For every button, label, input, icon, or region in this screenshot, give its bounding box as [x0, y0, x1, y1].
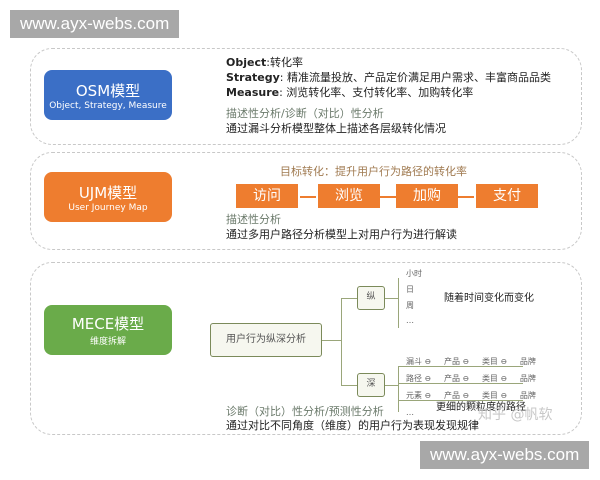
connector: [398, 366, 399, 412]
ujm-analysis-desc: 通过多用户路径分析模型上对用户行为进行解读: [226, 228, 457, 241]
ujm-panel: [30, 152, 582, 250]
osm-analysis-type: 描述性分析/诊断（对比）性分析: [226, 107, 384, 120]
osm-subtitle: Object, Strategy, Measure: [49, 100, 167, 111]
depth-row: 漏斗 ⊖ 产品 ⊖ 类目 ⊖ 品牌: [406, 357, 536, 366]
time-more: …: [406, 316, 414, 325]
depth-row: 元素 ⊖ 产品 ⊖ 类目 ⊖ 品牌: [406, 391, 536, 400]
connector: [398, 383, 523, 384]
mece-subtitle: 维度拆解: [89, 337, 126, 347]
mece-panel: [30, 262, 582, 435]
vertical-note: 随着时间变化而变化: [444, 293, 534, 304]
connector: [341, 298, 357, 299]
osm-strategy: Strategy: 精准流量投放、产品定价满足用户需求、丰富商品品类: [226, 70, 551, 85]
mece-analysis-desc: 通过对比不同角度（维度）的用户行为表现发现规律: [226, 419, 479, 432]
step-browse: 浏览: [318, 184, 380, 208]
mece-title: MECE模型: [71, 315, 145, 333]
watermark-top: www.ayx-webs.com: [10, 10, 180, 38]
time-hour: 小时: [406, 269, 422, 278]
osm-analysis-desc: 通过漏斗分析模型整体上描述各层级转化情况: [226, 122, 446, 135]
connector: [341, 298, 342, 386]
step-add-cart: 加购: [396, 184, 458, 208]
arrow-icon: [458, 196, 474, 198]
ujm-subtitle: User Journey Map: [68, 202, 148, 213]
object-label: Object: [226, 56, 267, 69]
osm-title: OSM模型: [75, 81, 141, 100]
connector: [341, 385, 357, 386]
root-node: 用户行为纵深分析: [210, 323, 322, 357]
arrow-icon: [380, 196, 396, 198]
vertical-node: 纵: [357, 286, 385, 310]
connector: [322, 340, 342, 341]
time-day: 日: [406, 285, 414, 294]
ujm-model-box: UJM模型 User Journey Map: [44, 172, 172, 222]
connector: [385, 298, 398, 299]
connector: [398, 278, 399, 328]
ujm-goal: 目标转化：提升用户行为路径的转化率: [280, 165, 467, 178]
strategy-text: : 精准流量投放、产品定价满足用户需求、丰富商品品类: [279, 71, 551, 84]
mece-analysis-type: 诊断（对比）性分析/预测性分析: [226, 405, 384, 418]
watermark-bottom: www.ayx-webs.com: [420, 441, 590, 469]
measure-text: : 浏览转化率、支付转化率、加购转化率: [279, 86, 474, 99]
connector: [398, 400, 523, 401]
depth-row: 路径 ⊖ 产品 ⊖ 类目 ⊖ 品牌: [406, 374, 536, 383]
osm-measure: Measure: 浏览转化率、支付转化率、加购转化率: [226, 85, 473, 100]
zhihu-watermark: 知乎 @帆软: [478, 407, 553, 423]
strategy-label: Strategy: [226, 71, 280, 84]
depth-note: 更细的颗粒度的路径: [436, 402, 526, 413]
ujm-analysis-type: 描述性分析: [226, 213, 281, 226]
mece-model-box: MECE模型 维度拆解: [44, 305, 172, 355]
osm-object: Object:转化率: [226, 55, 303, 70]
object-text: :转化率: [266, 56, 303, 69]
osm-model-box: OSM模型 Object, Strategy, Measure: [44, 70, 172, 120]
measure-label: Measure: [226, 86, 280, 99]
step-pay: 支付: [476, 184, 538, 208]
time-week: 周: [406, 301, 414, 310]
osm-panel: [30, 48, 582, 145]
connector: [398, 366, 523, 367]
depth-more: …: [406, 408, 414, 417]
ujm-title: UJM模型: [78, 183, 138, 202]
step-visit: 访问: [236, 184, 298, 208]
depth-node: 深: [357, 373, 385, 397]
arrow-icon: [300, 196, 316, 198]
connector: [385, 385, 398, 386]
